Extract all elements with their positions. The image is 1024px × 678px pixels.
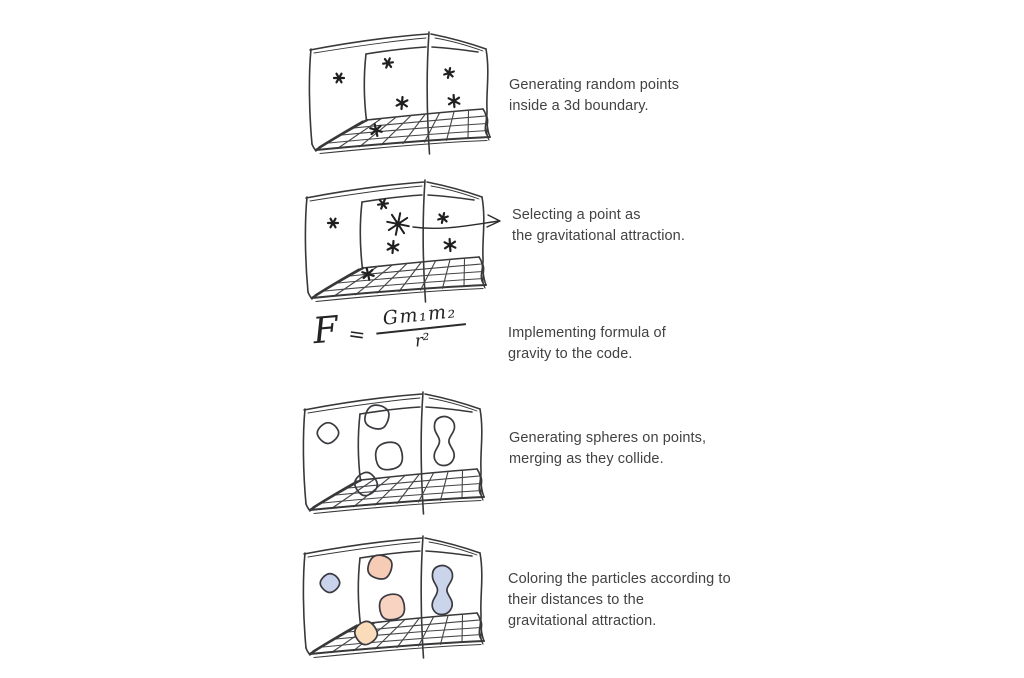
sphere-particle [316, 421, 340, 445]
selection-arrow-head [486, 214, 501, 228]
box-outline [308, 30, 492, 156]
point-star-core [441, 216, 445, 220]
spheres-group [316, 404, 456, 497]
random-points-group [332, 57, 461, 137]
formula-denominator: r² [413, 330, 431, 352]
formula-force-symbol: F [311, 308, 340, 352]
sphere-particle [374, 441, 404, 471]
caption-spheres: Generating spheres on points, merging as… [509, 430, 707, 467]
caption-selected-point: Selecting a point as the gravitational a… [512, 207, 685, 244]
sphere-particle [353, 471, 379, 497]
point-star-core [374, 128, 378, 132]
caption-colored-particles: Coloring the particles according to thei… [508, 571, 731, 629]
sphere-particle [364, 404, 390, 430]
point-star-core [386, 61, 390, 65]
selection-arrow-shaft [412, 220, 500, 229]
point-star-core [331, 221, 335, 225]
point-star-core [448, 243, 452, 247]
selected-star-core [395, 221, 401, 227]
point-star-core [452, 99, 456, 103]
caption-formula: Implementing formula of gravity to the c… [508, 325, 666, 362]
formula-fraction: Gm₁m₂ r² [373, 299, 468, 355]
point-star-core [381, 202, 385, 206]
box-sketch-colored-particles [302, 534, 486, 660]
gravity-formula: F = Gm₁m₂ r² [311, 299, 468, 355]
caption-random-points: Generating random points inside a 3d bou… [509, 77, 680, 114]
merged-spheres-peanut [431, 564, 454, 616]
point-star-core [366, 272, 370, 276]
colored-particles-group [319, 554, 454, 646]
colored-particle [367, 554, 393, 580]
point-star-core [391, 245, 395, 249]
box-outline [304, 178, 488, 304]
box-sketch-random-points [308, 30, 492, 156]
point-star-core [447, 71, 451, 75]
selected-point-group [326, 198, 501, 281]
box-sketch-spheres [302, 390, 486, 516]
colored-particle [378, 593, 406, 621]
colored-particle [319, 572, 341, 594]
point-star-core [337, 76, 341, 80]
box-sketch-selected-point [304, 178, 501, 304]
formula-equals-sign: = [346, 320, 367, 347]
merged-spheres-peanut [433, 415, 456, 467]
point-star-core [400, 101, 404, 105]
box-outline [302, 390, 486, 516]
colored-particle [353, 620, 379, 646]
